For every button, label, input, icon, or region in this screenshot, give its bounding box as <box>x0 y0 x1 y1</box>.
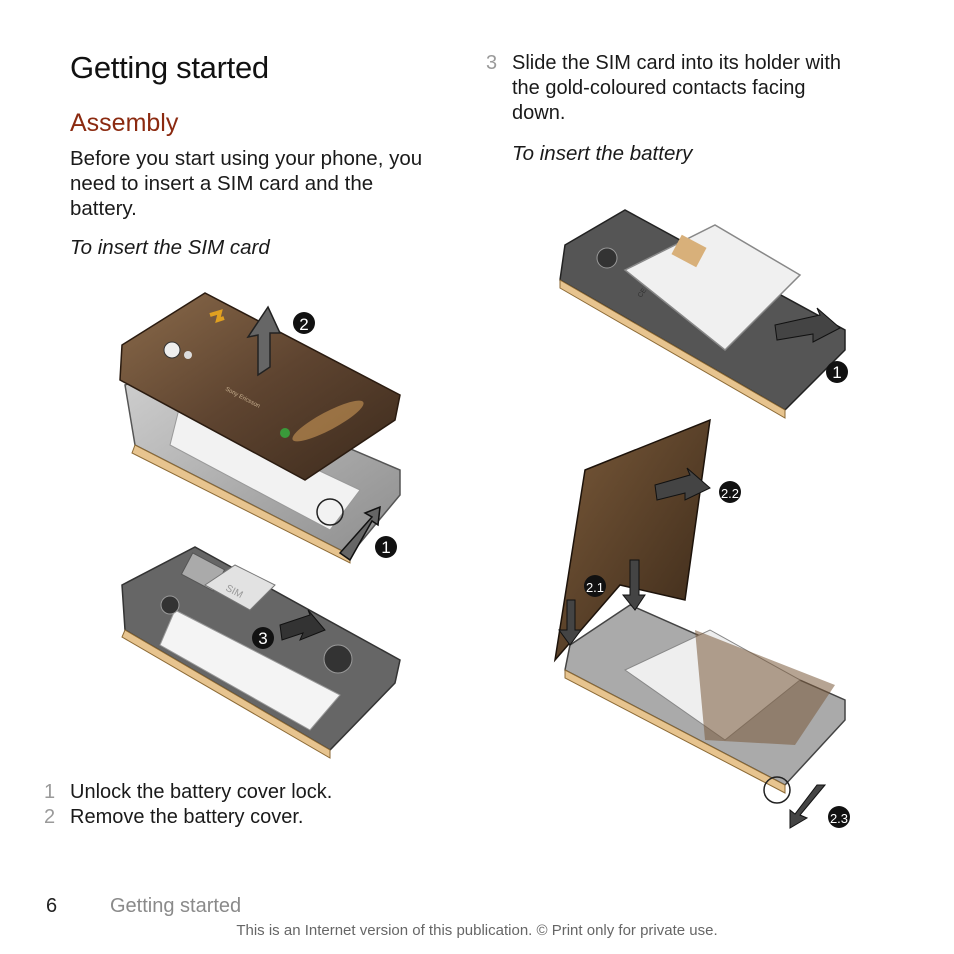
battery: CE <box>623 224 802 352</box>
svg-text:CE: CE <box>637 287 649 299</box>
arrow-down-icon <box>621 559 646 611</box>
step-2: 2 Remove the battery cover. <box>44 805 304 830</box>
arrow-insert-sim-icon <box>279 609 326 641</box>
callout-2: 2 <box>299 315 308 334</box>
intro-line: battery. <box>70 197 137 220</box>
callout-23: 2.3 <box>830 811 848 826</box>
arrow-lock-icon <box>789 784 827 829</box>
step-text: Remove the battery cover. <box>70 806 304 828</box>
lock-highlight <box>316 498 344 526</box>
copyright-notice: This is an Internet version of this publ… <box>236 922 718 939</box>
step-text-line: Slide the SIM card into its holder with <box>512 52 842 74</box>
sim-card: SIM <box>204 564 276 611</box>
step-1: 1 Unlock the battery cover lock. <box>44 780 333 805</box>
callout-1b-badge <box>826 361 848 383</box>
sim-illustration: Sony Ericsson 2 1 SIM 3 <box>119 292 401 759</box>
callout-22: 2.2 <box>721 486 739 501</box>
arrow-up-icon <box>246 305 282 377</box>
arrow-down-2-icon <box>558 599 582 646</box>
footer-section: Getting started <box>110 895 242 917</box>
page-title: Getting started <box>70 50 269 85</box>
battery-illustration: CE 1 2.2 2.1 2.3 <box>553 209 850 829</box>
step-text-line: down. <box>512 102 566 124</box>
battery-cover: Sony Ericsson <box>119 292 401 481</box>
lock-highlight-2 <box>763 776 791 804</box>
battery-heading: To insert the battery <box>512 142 693 165</box>
step-text-line: the gold-coloured contacts facing <box>512 77 806 99</box>
callout-3-badge <box>252 627 274 649</box>
callout-2-badge <box>293 312 315 334</box>
section-heading: Assembly <box>70 109 179 137</box>
callout-3: 3 <box>258 629 267 648</box>
intro-paragraph: Before you start using your phone, you n… <box>70 146 422 221</box>
intro-line: need to insert a SIM card and the <box>70 172 374 195</box>
step-number: 1 <box>44 781 56 803</box>
callout-22-badge <box>719 481 741 503</box>
arrow-rotate-icon <box>654 467 711 501</box>
arrow-insert-battery-icon <box>774 307 841 343</box>
step-number: 3 <box>486 52 498 74</box>
callout-1: 1 <box>381 538 390 557</box>
callout-21-badge <box>584 575 606 597</box>
callout-23-badge <box>828 806 850 828</box>
step-3: 3 Slide the SIM card into its holder wit… <box>486 51 842 126</box>
page-number: 6 <box>46 895 58 917</box>
callout-1-badge <box>375 536 397 558</box>
arrow-unlock-icon <box>338 505 381 562</box>
phone-body-4 <box>564 604 846 794</box>
intro-line: Before you start using your phone, you <box>70 147 423 170</box>
callout-1b: 1 <box>832 363 841 382</box>
step-number: 2 <box>44 806 56 828</box>
sim-heading: To insert the SIM card <box>70 236 270 259</box>
callout-21: 2.1 <box>586 580 604 595</box>
step-text: Unlock the battery cover lock. <box>70 781 333 803</box>
